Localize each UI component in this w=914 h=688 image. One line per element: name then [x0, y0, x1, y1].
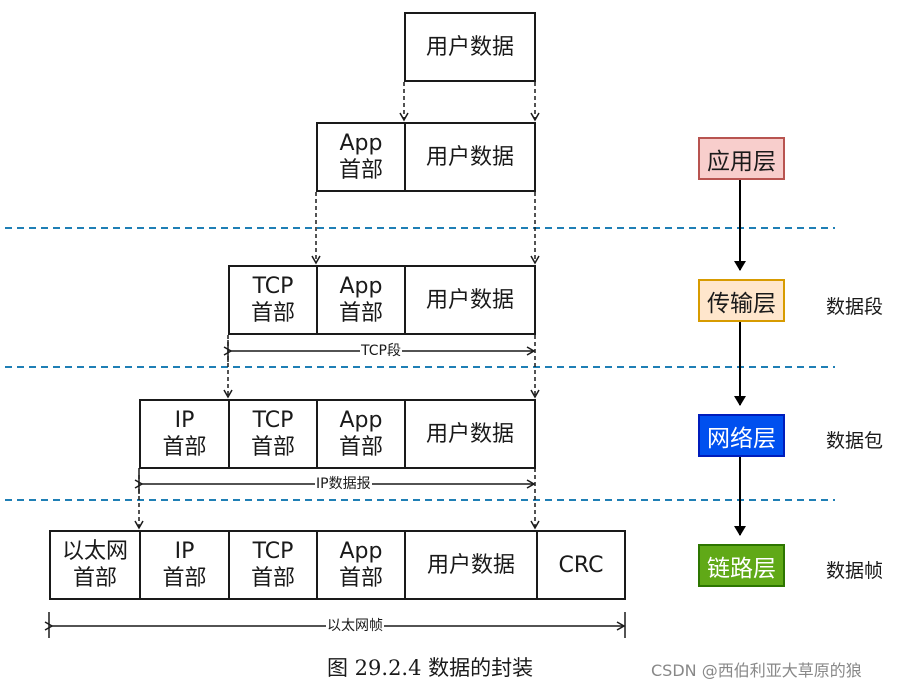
tcp-header-sublabel: 首部 [250, 301, 295, 326]
frame-label: 数据帧 [826, 560, 884, 582]
tcp-header-sublabel: 首部 [250, 435, 295, 460]
tcp-header-sublabel: 首部 [250, 566, 295, 591]
tcp-header-box: TCP 首部 [228, 530, 318, 600]
user-data-box: 用户数据 [404, 530, 538, 600]
segment-label: 数据段 [826, 296, 884, 318]
application-layer-box: 应用层 [698, 137, 785, 180]
ethernet-header-label: 以太网 [61, 539, 128, 564]
figure-caption: 图 29.2.4 数据的封装 [327, 656, 534, 680]
link-layer-box: 链路层 [698, 544, 785, 587]
ip-header-label: IP [174, 408, 195, 433]
app-header-box: App 首部 [316, 399, 406, 469]
transport-layer-box: 传输层 [698, 279, 785, 322]
user-data-label: 用户数据 [425, 34, 514, 60]
tcp-header-label: TCP [252, 408, 294, 433]
ip-header-box: IP 首部 [139, 530, 230, 600]
tcp-span-label: TCP段 [360, 343, 402, 359]
user-data-box: 用户数据 [404, 12, 536, 82]
app-header-sublabel: 首部 [338, 566, 383, 591]
app-header-label: App [339, 131, 383, 156]
network-layer-label: 网络层 [707, 425, 776, 452]
transport-layer-label: 传输层 [707, 290, 776, 317]
tcp-header-label: TCP [252, 274, 294, 299]
app-header-label: App [339, 539, 383, 564]
tcp-header-box: TCP 首部 [228, 265, 318, 335]
app-header-sublabel: 首部 [338, 158, 383, 183]
ip-header-sublabel: 首部 [162, 435, 207, 460]
crc-label: CRC [558, 552, 604, 578]
app-header-sublabel: 首部 [338, 301, 383, 326]
user-data-label: 用户数据 [425, 144, 514, 170]
watermark: CSDN @西伯利亚大草原的狼 [651, 661, 862, 680]
ip-header-label: IP [174, 539, 195, 564]
packet-label: 数据包 [826, 430, 884, 452]
user-data-box: 用户数据 [404, 265, 536, 335]
application-layer-label: 应用层 [707, 148, 776, 175]
app-header-sublabel: 首部 [338, 435, 383, 460]
user-data-label: 用户数据 [425, 287, 514, 313]
ethernet-header-sublabel: 首部 [72, 566, 117, 591]
app-header-box: App 首部 [316, 265, 406, 335]
crc-box: CRC [536, 530, 626, 600]
eth-span-label: 以太网帧 [326, 618, 384, 634]
user-data-box: 用户数据 [404, 122, 536, 192]
user-data-box: 用户数据 [404, 399, 536, 469]
app-header-box: App 首部 [316, 122, 406, 192]
app-header-box: App 首部 [316, 530, 406, 600]
network-layer-box: 网络层 [698, 414, 785, 457]
user-data-label: 用户数据 [426, 552, 515, 578]
tcp-header-box: TCP 首部 [228, 399, 318, 469]
ip-header-sublabel: 首部 [162, 566, 207, 591]
ip-header-box: IP 首部 [139, 399, 230, 469]
app-header-label: App [339, 274, 383, 299]
tcp-header-label: TCP [252, 539, 294, 564]
app-header-label: App [339, 408, 383, 433]
ip-span-label: IP数据报 [315, 476, 372, 492]
user-data-label: 用户数据 [425, 421, 514, 447]
ethernet-header-box: 以太网 首部 [49, 530, 141, 600]
link-layer-label: 链路层 [707, 555, 776, 582]
